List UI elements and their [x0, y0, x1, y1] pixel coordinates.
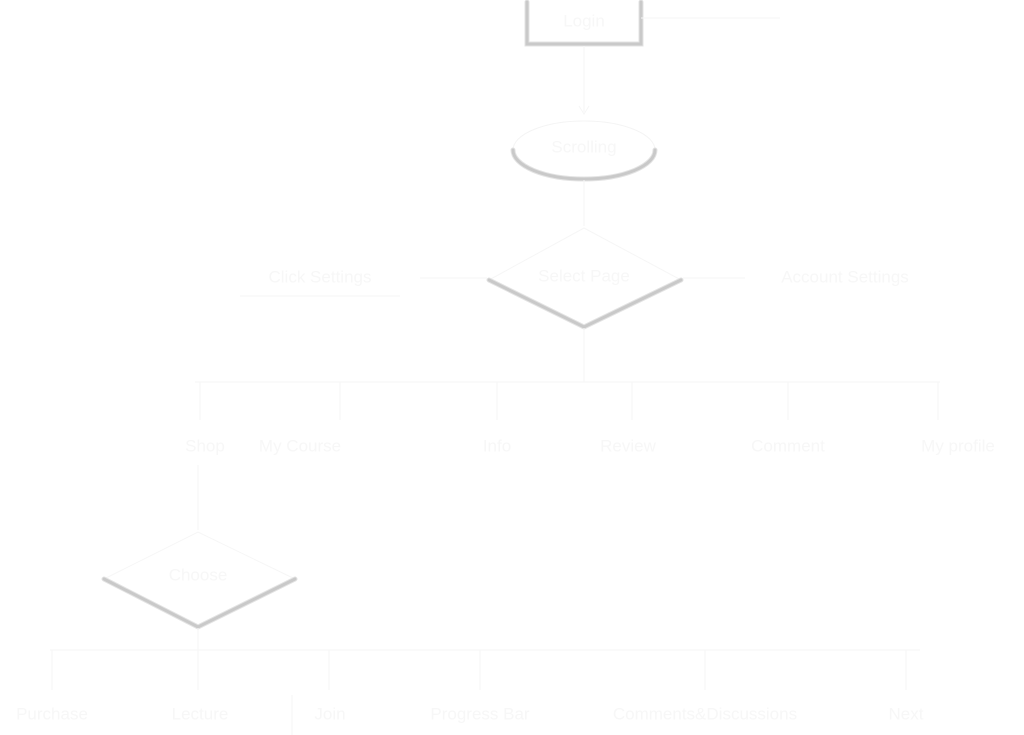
- decision-right-label: Account Settings: [781, 267, 909, 286]
- decision-select-page-label: Select Page: [538, 266, 630, 285]
- row1-node-label: Review: [600, 436, 656, 455]
- row2-node: Lecture: [172, 650, 229, 723]
- row1-node-label: Info: [483, 436, 511, 455]
- row1-node: My profile: [921, 382, 995, 455]
- decision-choose-label: Choose: [169, 565, 228, 584]
- row2-node: Join: [314, 650, 346, 723]
- row2-node: Next: [889, 650, 924, 723]
- node-login-label: Login: [563, 11, 605, 30]
- row1-node: Info: [483, 382, 511, 455]
- row2-nodes: Purchase Lecture Join Progress Bar Comme…: [16, 650, 924, 723]
- row1-node-label: Comment: [751, 436, 825, 455]
- row2-node-label: Progress Bar: [430, 704, 530, 723]
- node-scrolling-label: Scrolling: [551, 137, 616, 156]
- row1-node: My Course: [259, 382, 341, 455]
- row2-node-label: Next: [889, 704, 924, 723]
- row2-node-label: Comments&Discussions: [613, 704, 797, 723]
- row1-node: Review: [600, 382, 657, 455]
- row2-node: Comments&Discussions: [613, 650, 797, 723]
- row2-node: Progress Bar: [430, 650, 530, 723]
- decision-choose: Choose: [101, 531, 298, 630]
- row2-node-label: Join: [314, 704, 345, 723]
- node-scrolling: Scrolling: [510, 120, 658, 182]
- row1-node-label: My Course: [259, 436, 341, 455]
- row1-node: Shop: [185, 382, 225, 455]
- node-login: Login: [524, 0, 644, 47]
- arrow-head-icon: [578, 105, 590, 115]
- row2-node: Purchase: [16, 650, 88, 723]
- row2-node-label: Lecture: [172, 704, 229, 723]
- row2-node-label: Purchase: [16, 704, 88, 723]
- decision-select-page: Select Page: [486, 227, 684, 330]
- row1-nodes: Shop My Course Info Review Comment My pr…: [185, 382, 995, 455]
- row1-node: Comment: [751, 382, 825, 455]
- row1-node-label: My profile: [921, 436, 995, 455]
- row1-node-label: Shop: [185, 436, 225, 455]
- decision-left-label: Click Settings: [269, 267, 372, 286]
